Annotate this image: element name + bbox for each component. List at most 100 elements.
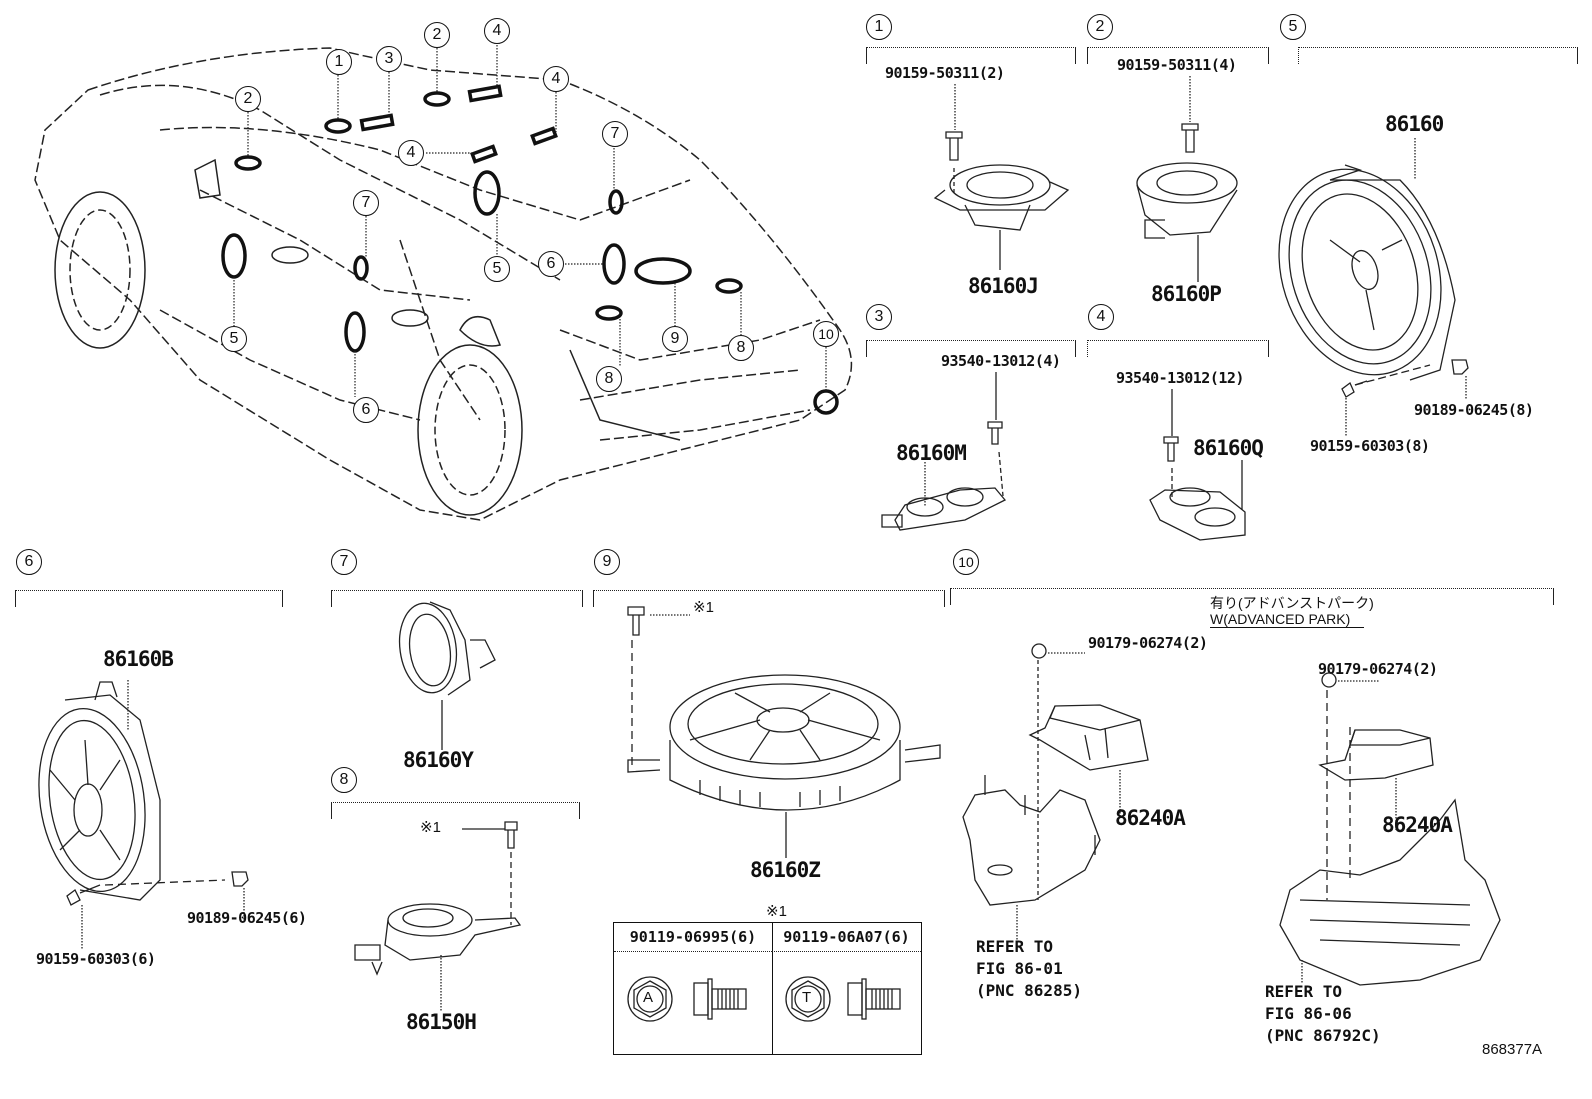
group-number-2: 2 bbox=[1087, 14, 1113, 40]
loc-mark-4a bbox=[467, 84, 503, 103]
loc-mark-8b bbox=[715, 278, 743, 294]
fastener-label[interactable]: 90159-50311(4) bbox=[1117, 56, 1237, 74]
group-number-8: 8 bbox=[331, 767, 357, 793]
group-bracket bbox=[331, 590, 583, 607]
illustration-code: 868377A bbox=[1482, 1041, 1543, 1058]
part-number-86160B[interactable]: 86160B bbox=[103, 647, 174, 671]
fastener-label[interactable]: 93540-13012(4) bbox=[941, 352, 1061, 370]
car-callout-6[interactable]: 6 bbox=[538, 251, 564, 277]
car-callout-10[interactable]: 10 bbox=[813, 321, 839, 347]
group-bracket bbox=[1298, 47, 1578, 64]
loc-mark-2a bbox=[234, 155, 262, 171]
loc-mark-10 bbox=[813, 389, 839, 415]
loc-mark-5b bbox=[473, 170, 501, 216]
car-callout-4[interactable]: 4 bbox=[484, 18, 510, 44]
parking-ecu bbox=[1279, 798, 1501, 986]
refer-note-86-01[interactable]: REFER TO FIG 86-01 (PNC 86285) bbox=[976, 937, 1082, 1000]
group-number-4: 4 bbox=[1088, 304, 1114, 330]
fastener-label[interactable]: 93540-13012(12) bbox=[1116, 369, 1244, 387]
loc-mark-6b bbox=[602, 243, 626, 285]
fastener-label[interactable]: 90179-06274(2) bbox=[1088, 634, 1208, 652]
part-number-86160Z[interactable]: 86160Z bbox=[750, 858, 821, 882]
group-bracket bbox=[593, 590, 945, 607]
group-bracket bbox=[1087, 47, 1269, 64]
loc-mark-9 bbox=[634, 257, 692, 285]
car-callout-6[interactable]: 6 bbox=[353, 397, 379, 423]
car-callout-2[interactable]: 2 bbox=[235, 86, 261, 112]
table-header-cell[interactable]: 90119-06995(6) bbox=[614, 923, 772, 952]
refer-note-86-06[interactable]: REFER TO FIG 86-06 (PNC 86792C) bbox=[1265, 982, 1381, 1045]
car-callout-3[interactable]: 3 bbox=[376, 46, 402, 72]
group-number-3: 3 bbox=[866, 304, 892, 330]
group-bracket bbox=[866, 47, 1076, 64]
group-number-5: 5 bbox=[1280, 14, 1306, 40]
group-number-7: 7 bbox=[331, 549, 357, 575]
fastener-label[interactable]: 90159-60303(8) bbox=[1310, 437, 1430, 455]
fastener-label[interactable]: 90159-60303(6) bbox=[36, 950, 156, 968]
part-number-86160M[interactable]: 86160M bbox=[896, 441, 967, 465]
loc-mark-2b bbox=[423, 91, 451, 107]
fastener-label[interactable]: 90179-06274(2) bbox=[1318, 660, 1438, 678]
part-number-86160P[interactable]: 86160P bbox=[1151, 282, 1222, 306]
part-number-86240A[interactable]: 86240A bbox=[1382, 813, 1453, 837]
fastener-table: 90119-06995(6) 90119-06A07(6) A T bbox=[613, 922, 922, 1055]
car-callout-5[interactable]: 5 bbox=[484, 256, 510, 282]
group-bracket bbox=[15, 590, 283, 607]
car-callout-9[interactable]: 9 bbox=[662, 326, 688, 352]
car-callout-8[interactable]: 8 bbox=[596, 366, 622, 392]
part-number-86160Q[interactable]: 86160Q bbox=[1193, 436, 1264, 460]
head-mark-t: T bbox=[802, 989, 812, 1006]
loc-mark-1 bbox=[324, 118, 352, 134]
car-callout-7[interactable]: 7 bbox=[353, 190, 379, 216]
fastener-label[interactable]: 90189-06245(8) bbox=[1414, 401, 1534, 419]
advanced-park-note-jp: 有り(アドバンストパーク) bbox=[1210, 595, 1374, 611]
part-number-86240A[interactable]: 86240A bbox=[1115, 806, 1186, 830]
group-bracket bbox=[950, 588, 1554, 605]
car-callout-1[interactable]: 1 bbox=[326, 49, 352, 75]
note-ref-x1[interactable]: ※1 bbox=[420, 819, 441, 836]
group-bracket bbox=[331, 802, 580, 819]
loc-mark-7b bbox=[608, 189, 624, 215]
head-mark-a: A bbox=[643, 989, 654, 1006]
fastener-label[interactable]: 90159-50311(2) bbox=[885, 64, 1005, 82]
loc-mark-8a bbox=[595, 305, 623, 321]
loc-mark-4b bbox=[530, 126, 558, 146]
front-wheel bbox=[54, 191, 146, 349]
group-number-9: 9 bbox=[594, 549, 620, 575]
car-callout-5[interactable]: 5 bbox=[221, 326, 247, 352]
table-divider bbox=[772, 923, 773, 1054]
car-callout-7[interactable]: 7 bbox=[602, 121, 628, 147]
car-callout-4[interactable]: 4 bbox=[398, 140, 424, 166]
group-number-1: 1 bbox=[866, 14, 892, 40]
part-number-86160J[interactable]: 86160J bbox=[968, 274, 1039, 298]
loc-mark-4c bbox=[470, 144, 498, 164]
note-x1-label: ※1 bbox=[766, 903, 787, 920]
car-callout-8[interactable]: 8 bbox=[728, 335, 754, 361]
car-callout-2[interactable]: 2 bbox=[424, 22, 450, 48]
group-number-6: 6 bbox=[16, 549, 42, 575]
table-header-cell[interactable]: 90119-06A07(6) bbox=[772, 923, 921, 952]
amp-86240A-left bbox=[1028, 704, 1149, 771]
part-number-86160[interactable]: 86160 bbox=[1385, 112, 1444, 136]
fastener-label[interactable]: 90189-06245(6) bbox=[187, 909, 307, 927]
note-ref-x1[interactable]: ※1 bbox=[693, 599, 714, 616]
car-body-outline bbox=[34, 47, 853, 521]
amp-86240A-right bbox=[1318, 729, 1434, 781]
rear-wheel bbox=[417, 344, 523, 516]
part-number-86150H[interactable]: 86150H bbox=[406, 1010, 477, 1034]
car-callout-4[interactable]: 4 bbox=[543, 66, 569, 92]
loc-mark-3 bbox=[359, 113, 395, 132]
group-bracket bbox=[866, 340, 1076, 357]
part-number-86160Y[interactable]: 86160Y bbox=[403, 748, 474, 772]
